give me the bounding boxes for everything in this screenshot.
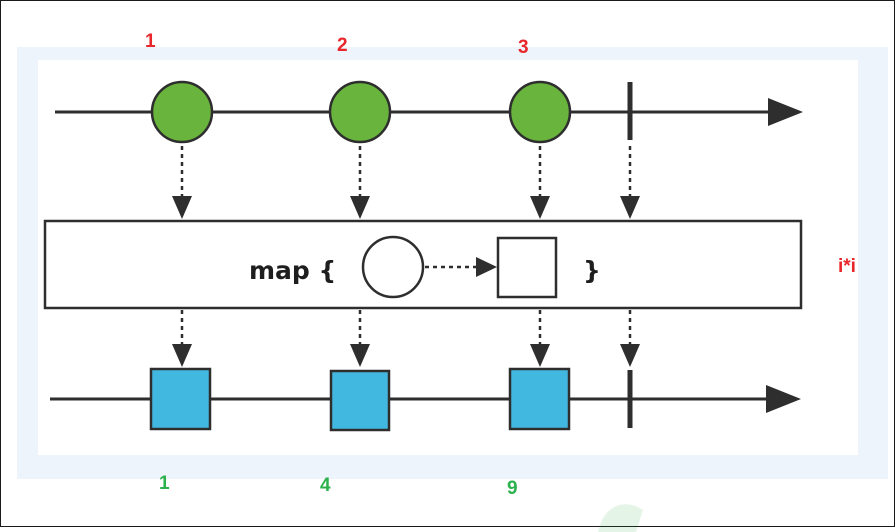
output-marble bbox=[329, 369, 391, 432]
square-icon bbox=[496, 236, 558, 299]
input-arrows bbox=[180, 146, 632, 198]
input-timeline bbox=[55, 80, 803, 144]
watermark-logo bbox=[598, 504, 643, 532]
arrow-down-icon bbox=[350, 196, 370, 219]
output-arrows bbox=[180, 310, 632, 346]
operator-closing-brace: } bbox=[583, 256, 601, 285]
input-value-label: 3 bbox=[518, 37, 529, 58]
output-marble bbox=[149, 367, 212, 431]
input-value-label: 2 bbox=[337, 35, 348, 56]
arrow-down-icon bbox=[620, 344, 640, 367]
input-arrowheads bbox=[172, 196, 640, 219]
output-marble bbox=[508, 367, 571, 431]
arrow-down-icon bbox=[172, 344, 192, 367]
arrow-down-icon bbox=[530, 196, 550, 219]
arrow-right-icon bbox=[766, 385, 801, 413]
arrow-right-icon bbox=[768, 98, 803, 126]
output-value-label: 4 bbox=[320, 475, 331, 496]
input-marble bbox=[328, 80, 392, 144]
output-value-label: 1 bbox=[159, 473, 170, 494]
input-value-label: 1 bbox=[145, 31, 156, 52]
formula-label: i*i bbox=[838, 256, 856, 277]
arrow-down-icon bbox=[172, 196, 192, 219]
output-timeline bbox=[50, 367, 801, 432]
arrow-down-icon bbox=[530, 344, 550, 367]
output-arrowheads bbox=[172, 344, 640, 367]
arrow-down-icon bbox=[620, 196, 640, 219]
arrow-right-icon bbox=[476, 257, 497, 277]
arrow-down-icon bbox=[350, 344, 370, 367]
operator-label: map { bbox=[249, 256, 336, 285]
input-marble bbox=[150, 80, 214, 144]
input-marble bbox=[508, 80, 572, 144]
output-value-label: 9 bbox=[507, 478, 518, 499]
circle-icon bbox=[361, 235, 425, 299]
